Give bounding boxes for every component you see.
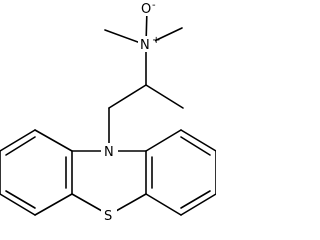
bond-right-5 bbox=[180, 129, 216, 152]
oxygen-charge: - bbox=[152, 0, 156, 11]
bond-left-6 bbox=[34, 129, 73, 152]
bond-ch-ch2 bbox=[108, 84, 147, 109]
bond-right-double-2 bbox=[180, 190, 211, 209]
bond-ch-methyl bbox=[145, 84, 184, 109]
left-benzene-ring bbox=[0, 129, 73, 216]
central-ring-bonds bbox=[71, 150, 147, 216]
oxygen-label: O bbox=[141, 2, 151, 17]
bond-right-double-3 bbox=[180, 136, 211, 156]
sulfur-label: S bbox=[104, 209, 112, 224]
amine-nitrogen-label: N bbox=[140, 38, 150, 53]
bond-right-6 bbox=[145, 129, 182, 152]
bond-left-2 bbox=[34, 193, 73, 216]
structure-diagram: O - N + N S bbox=[0, 0, 216, 224]
side-chain-bonds bbox=[104, 7, 184, 152]
bond-left-double-3 bbox=[5, 136, 36, 156]
bond-left-double-2 bbox=[5, 190, 36, 209]
sulfur-label-bg bbox=[101, 207, 117, 223]
bond-right-2 bbox=[145, 193, 182, 216]
oxygen-label-bg bbox=[139, 0, 155, 16]
amine-nitrogen-label-bg bbox=[138, 36, 155, 52]
nitrogen-charge: + bbox=[152, 35, 160, 46]
bond-left-5 bbox=[0, 129, 36, 152]
ring-nitrogen-label-bg bbox=[101, 143, 118, 159]
ring-nitrogen-label: N bbox=[104, 145, 114, 160]
molecule-structure: O - N + N S bbox=[0, 0, 216, 224]
bond-left-3 bbox=[0, 193, 36, 216]
right-benzene-ring bbox=[145, 129, 216, 216]
bond-right-3 bbox=[180, 193, 216, 216]
